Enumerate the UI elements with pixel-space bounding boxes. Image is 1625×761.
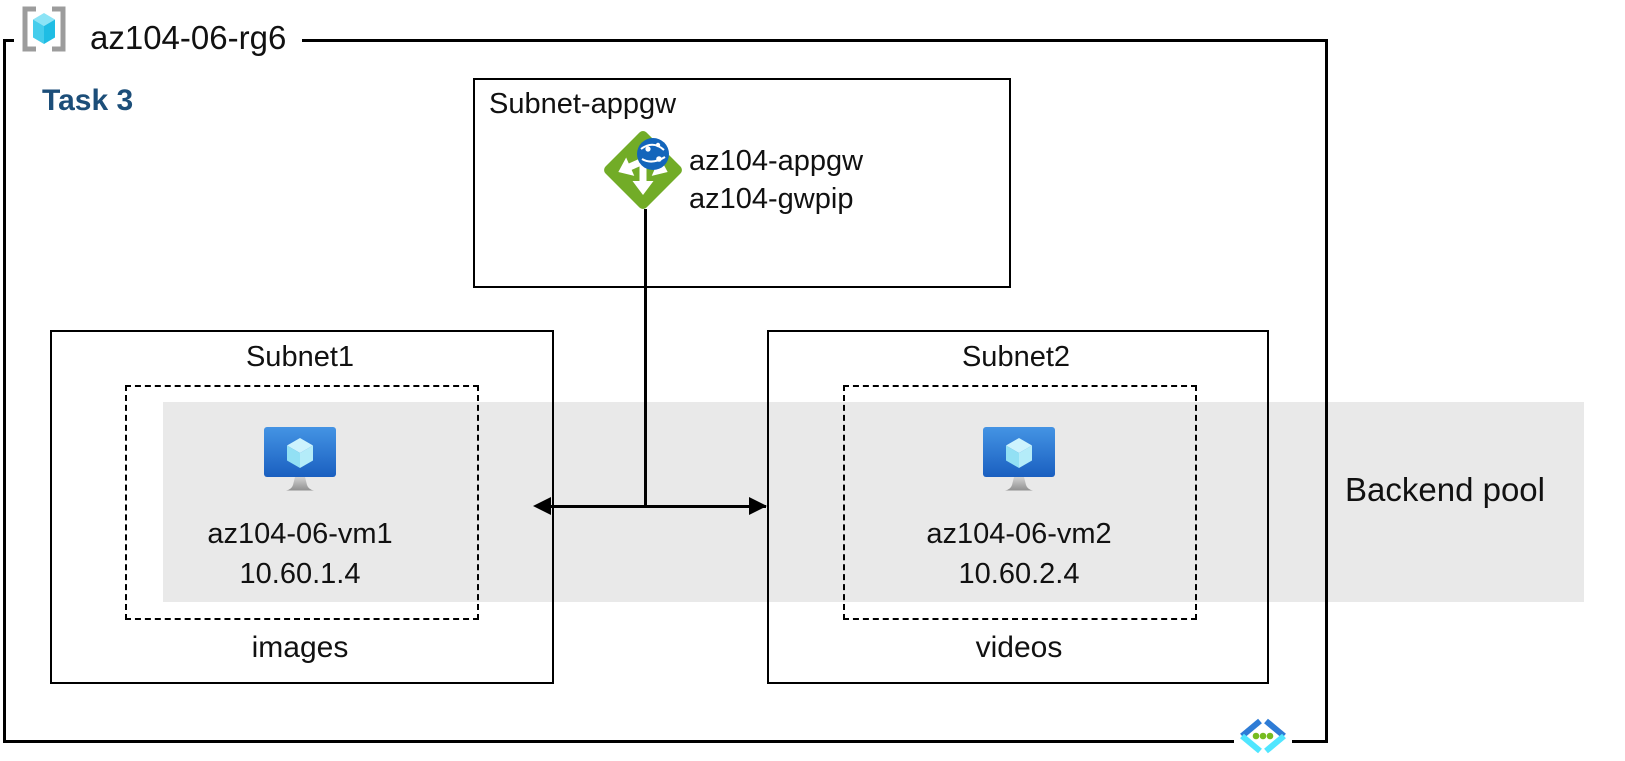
connector-vertical-line: [644, 209, 647, 507]
resource-group-title: az104-06-rg6: [90, 19, 287, 56]
subnet2-vm-ip: 10.60.2.4: [958, 558, 1080, 590]
subnet1-label: Subnet1: [245, 341, 355, 373]
backend-pool-label: Backend pool: [1345, 471, 1545, 508]
subnet1-vm-text: az104-06-vm1 10.60.1.4: [150, 514, 450, 594]
subnet2-vm-dashed-box: [843, 385, 1197, 620]
arrowhead-right-icon: [749, 497, 767, 515]
task-label: Task 3: [42, 84, 134, 117]
subnet2-caption: videos: [975, 631, 1063, 664]
subnet2-box: [767, 330, 1269, 684]
subnet2-vm-name: az104-06-vm2: [926, 518, 1112, 550]
resource-group-icon: [22, 6, 66, 52]
backend-pool-band: [163, 402, 1584, 602]
arrowhead-left-icon: [533, 497, 551, 515]
virtual-machine-icon: [983, 427, 1055, 491]
appgw-public-ip-name: az104-gwpip: [689, 183, 854, 215]
subnet2-label: Subnet2: [961, 341, 1071, 373]
connector-horizontal-line: [551, 505, 766, 508]
subnet1-vm-ip: 10.60.1.4: [239, 558, 361, 590]
resource-group-box: [3, 39, 1328, 743]
virtual-machine-icon: [264, 427, 336, 491]
application-gateway-icon: [604, 131, 682, 209]
virtual-network-icon: [1234, 715, 1292, 757]
appgw-gateway-name: az104-appgw: [689, 145, 864, 177]
subnet1-vm-name: az104-06-vm1: [207, 518, 393, 550]
appgw-subnet-label: Subnet-appgw: [489, 88, 677, 120]
subnet1-caption: images: [251, 631, 349, 664]
appgw-subnet-box: [473, 78, 1011, 288]
subnet1-vm-dashed-box: [125, 385, 479, 620]
appgw-name-block: az104-appgw az104-gwpip: [689, 142, 949, 218]
subnet2-vm-text: az104-06-vm2 10.60.2.4: [869, 514, 1169, 594]
